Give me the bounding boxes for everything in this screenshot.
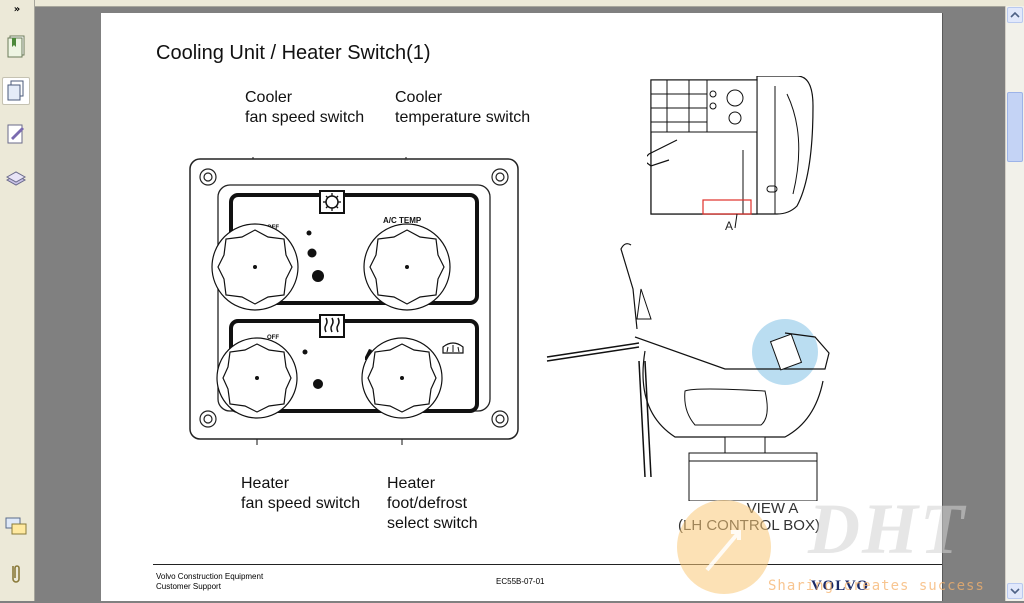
- vertical-scrollbar[interactable]: [1005, 6, 1024, 601]
- layers-icon[interactable]: [3, 165, 29, 191]
- navigation-panel: »: [0, 0, 35, 601]
- watermark-logo: DHT: [808, 489, 966, 569]
- page-title: Cooling Unit / Heater Switch(1): [156, 42, 431, 64]
- corner-screws: [199, 168, 509, 428]
- pages-icon[interactable]: [2, 77, 30, 105]
- scroll-thumb[interactable]: [1007, 92, 1023, 162]
- heater-select-knob: [361, 337, 443, 419]
- heater-fan-speed-knob: [216, 337, 298, 419]
- seat-side-view: [546, 243, 830, 501]
- view-a-highlight: [702, 199, 752, 215]
- footer-rule: [153, 564, 942, 565]
- volvo-logo: VOLVO: [811, 578, 870, 594]
- cooler-temperature-knob: [363, 223, 451, 311]
- footer-doc-code: EC55B-07-01: [496, 577, 545, 586]
- bookmarks-icon[interactable]: [3, 33, 29, 59]
- scroll-down-button[interactable]: [1007, 583, 1023, 599]
- control-box-top-view: [647, 76, 814, 229]
- defrost-mode-icon: [442, 342, 464, 354]
- watermark-tagline: Sharing creates success: [768, 578, 985, 594]
- signatures-icon[interactable]: [3, 121, 29, 147]
- expand-panel-button[interactable]: »: [13, 4, 21, 15]
- comments-icon[interactable]: [3, 514, 29, 540]
- toolbar-strip: [35, 0, 1024, 7]
- scroll-up-button[interactable]: [1007, 7, 1023, 23]
- switch-panel-diagram: OFF A/C TEMP OFF: [189, 157, 519, 445]
- attachments-icon[interactable]: [3, 560, 29, 586]
- view-a-marker: A: [725, 219, 734, 233]
- ac-temp-marking: A/C TEMP: [383, 216, 422, 225]
- watermark-badge: [677, 500, 771, 594]
- off-marking-bottom: OFF: [267, 335, 279, 341]
- cooler-fan-speed-knob: [211, 223, 299, 311]
